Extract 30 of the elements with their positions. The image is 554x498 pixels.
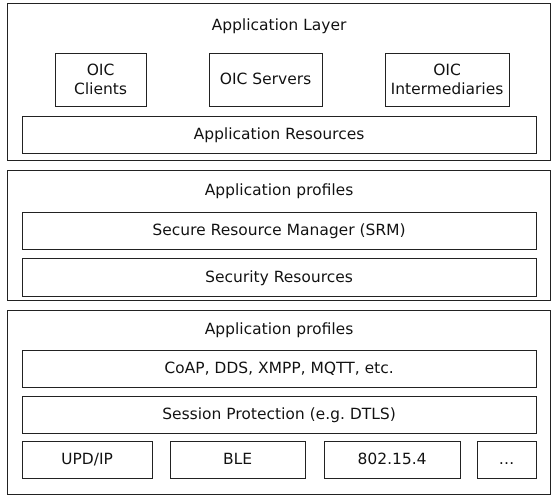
- layer-panel: [7, 3, 551, 161]
- layer-title: Application profiles: [204, 181, 354, 200]
- component-label: OIC Clients: [73, 60, 128, 98]
- component-box: [22, 440, 152, 478]
- component-box: [22, 350, 536, 388]
- component-box: [54, 52, 146, 106]
- layer-panel: [7, 310, 551, 495]
- component-box: [22, 258, 536, 296]
- component-box: [170, 440, 306, 478]
- component-box: [208, 52, 322, 106]
- component-label: UPD/IP: [60, 450, 114, 469]
- layer-title: Application Layer: [210, 16, 348, 35]
- component-box: [22, 396, 536, 434]
- component-label: OIC Intermediaries: [390, 60, 504, 98]
- component-box: [22, 116, 536, 154]
- component-label: Session Protection (e.g. DTLS): [161, 405, 397, 424]
- component-box: [324, 440, 460, 478]
- component-label: OIC Servers: [218, 70, 312, 89]
- component-label: Application Resources: [192, 125, 366, 144]
- component-label: Security Resources: [204, 268, 354, 286]
- component-label: …: [498, 450, 516, 469]
- component-box: [476, 440, 536, 478]
- component-box: [384, 52, 510, 106]
- component-label: 802.15.4: [356, 450, 428, 469]
- component-label: BLE: [222, 450, 254, 469]
- component-label: CoAP, DDS, XMPP, MQTT, etc.: [163, 359, 395, 378]
- component-label: Secure Resource Manager (SRM): [151, 221, 407, 240]
- component-box: [22, 212, 536, 250]
- layer-panel: [7, 170, 551, 301]
- layer-title: Application profiles: [204, 320, 354, 339]
